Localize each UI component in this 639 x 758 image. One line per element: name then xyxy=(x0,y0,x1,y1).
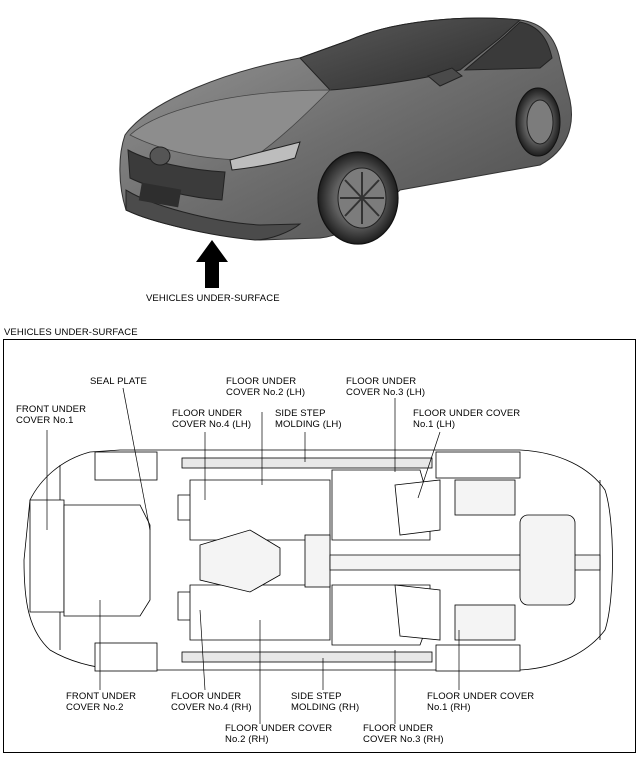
label-front-under-cover-2: FRONT UNDER COVER No.2 xyxy=(66,691,137,713)
car-side-window xyxy=(463,21,553,71)
muffler xyxy=(519,514,576,606)
label-floor-under-cover-1-rh: FLOOR UNDER COVER No.1 (RH) xyxy=(427,691,535,713)
floor-under-cover-1-lh-shape xyxy=(394,479,441,536)
label-side-step-molding-lh: SIDE STEP MOLDING (LH) xyxy=(275,408,342,430)
label-floor-under-cover-2-lh: FLOOR UNDER COVER No.2 (LH) xyxy=(226,376,306,398)
front-under-cover-2-shape xyxy=(63,504,151,617)
exhaust-center xyxy=(304,534,331,588)
label-floor-under-cover-2-rh: FLOOR UNDER COVER No.2 (RH) xyxy=(225,723,333,745)
top-caption: VEHICLES UNDER-SURFACE xyxy=(146,293,280,304)
label-floor-under-cover-4-rh: FLOOR UNDER COVER No.4 (RH) xyxy=(171,691,252,713)
floor-under-cover-2-rh-shape xyxy=(189,584,331,641)
diagram-frame xyxy=(3,339,636,753)
label-floor-under-cover-4-lh: FLOOR UNDER COVER No.4 (LH) xyxy=(172,408,252,430)
label-floor-under-cover-3-lh: FLOOR UNDER COVER No.3 (LH) xyxy=(346,376,426,398)
side-step-molding-rh-shape xyxy=(181,651,433,663)
rear-right-wheel xyxy=(435,644,521,672)
car-hood xyxy=(129,89,331,161)
floor-under-cover-2-lh-shape xyxy=(189,479,331,541)
label-front-under-cover-1: FRONT UNDER COVER No.1 xyxy=(16,404,87,426)
car-side-mirror xyxy=(426,67,463,87)
car-emblem xyxy=(149,146,171,166)
label-seal-plate: SEAL PLATE xyxy=(90,376,147,387)
center-tunnel xyxy=(199,529,281,593)
front-right-wheel xyxy=(94,642,158,672)
rear-left-wheel xyxy=(435,451,521,479)
rear-suspension-rh xyxy=(454,604,516,641)
label-side-step-molding-rh: SIDE STEP MOLDING (RH) xyxy=(291,691,360,713)
car-license-plate xyxy=(138,182,182,208)
front-left-wheel xyxy=(94,451,158,481)
wheels xyxy=(94,451,521,672)
car-illustration xyxy=(119,17,572,288)
side-step-molding-lh-shape xyxy=(181,457,433,469)
label-floor-under-cover-3-rh: FLOOR UNDER COVER No.3 (RH) xyxy=(363,723,444,745)
car-headlight xyxy=(229,141,301,171)
label-floor-under-cover-1-lh: FLOOR UNDER COVER No.1 (LH) xyxy=(413,408,521,430)
rear-suspension-lh xyxy=(454,479,516,516)
section-title: VEHICLES UNDER-SURFACE xyxy=(4,327,138,338)
floor-under-cover-1-rh-shape xyxy=(394,584,441,641)
car-bumper xyxy=(125,189,302,241)
body-outline xyxy=(23,449,613,671)
up-arrow-icon xyxy=(196,240,228,288)
car-windshield xyxy=(299,17,522,91)
